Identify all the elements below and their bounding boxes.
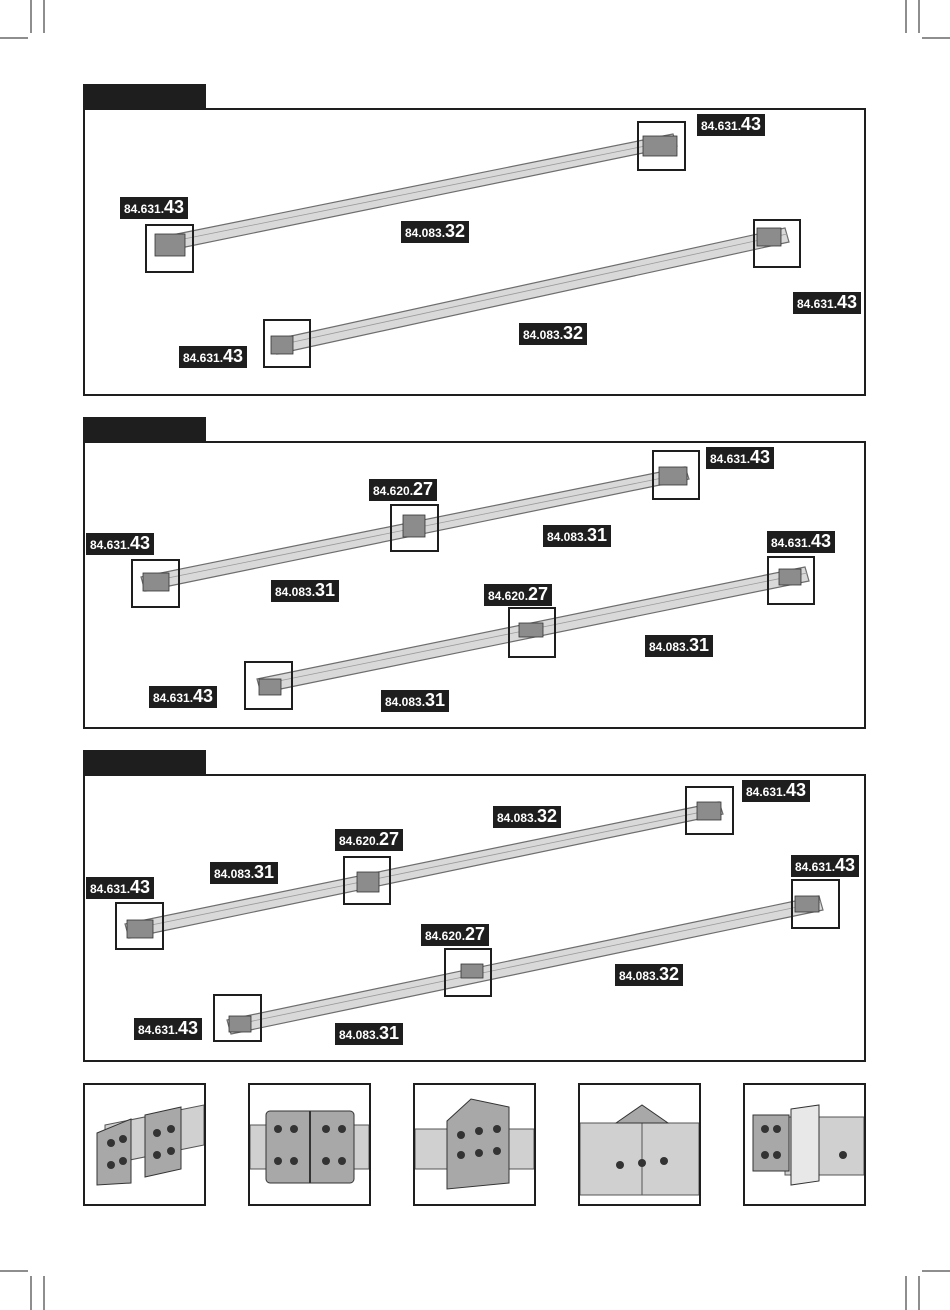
part-label: 84.083.31 xyxy=(381,690,449,712)
mid-plate-icon xyxy=(403,515,425,537)
part-label: 84.631.43 xyxy=(767,531,835,553)
part-label: 84.631.43 xyxy=(86,533,154,555)
part-label: 84.083.31 xyxy=(543,525,611,547)
part-label: 84.083.31 xyxy=(645,635,713,657)
connector-icon xyxy=(271,336,293,354)
part-label: 84.631.43 xyxy=(86,877,154,899)
part-label: 84.083.31 xyxy=(271,580,339,602)
panel-3-rails xyxy=(85,776,868,1064)
mid-clip-icon xyxy=(519,623,543,637)
connector-icon xyxy=(757,228,781,246)
connector-icon xyxy=(779,569,801,585)
detail-thumbnail-straight-connector xyxy=(248,1083,371,1206)
panel-3: 84.631.43 84.083.32 84.620.27 84.083.31 … xyxy=(83,774,866,1062)
panel-2-tab xyxy=(83,417,206,441)
angle-bracket-icon xyxy=(85,1085,204,1204)
detail-thumbnail-end-cap xyxy=(743,1083,866,1206)
mid-clip-icon xyxy=(580,1085,699,1204)
part-label: 84.083.32 xyxy=(493,806,561,828)
detail-thumbnail-angle-connector xyxy=(83,1083,206,1206)
straight-plate-icon xyxy=(250,1085,369,1204)
panel-1-tab xyxy=(83,84,206,108)
part-label: 84.620.27 xyxy=(484,584,552,606)
connector-icon xyxy=(795,896,819,912)
part-label: 84.631.43 xyxy=(706,447,774,469)
detail-thumbnail-mid-plate xyxy=(413,1083,536,1206)
part-label: 84.631.43 xyxy=(791,855,859,877)
part-label: 84.620.27 xyxy=(335,829,403,851)
part-label: 84.083.31 xyxy=(335,1023,403,1045)
part-label: 84.083.32 xyxy=(615,964,683,986)
panel-2: 84.631.43 84.620.27 84.631.43 84.083.31 … xyxy=(83,441,866,729)
part-label: 84.631.43 xyxy=(134,1018,202,1040)
part-label: 84.631.43 xyxy=(742,780,810,802)
panel-3-tab xyxy=(83,750,206,774)
part-label: 84.631.43 xyxy=(149,686,217,708)
mid-plate-icon xyxy=(415,1085,534,1204)
connector-icon xyxy=(143,573,169,591)
part-label: 84.620.27 xyxy=(369,479,437,501)
part-label: 84.083.32 xyxy=(401,221,469,243)
rail-lower xyxy=(227,896,823,1034)
connector-icon xyxy=(259,679,281,695)
connector-icon xyxy=(155,234,185,256)
detail-thumbnail-mid-clip xyxy=(578,1083,701,1206)
part-label: 84.631.43 xyxy=(179,346,247,368)
mid-clip-icon xyxy=(461,964,483,978)
part-label: 84.631.43 xyxy=(120,197,188,219)
connector-icon xyxy=(229,1016,251,1032)
panel-1: 84.631.43 84.631.43 84.083.32 84.631.43 … xyxy=(83,108,866,396)
mid-plate-icon xyxy=(357,872,379,892)
part-label: 84.083.31 xyxy=(210,862,278,884)
connector-icon xyxy=(659,467,687,485)
connector-icon xyxy=(127,920,153,938)
connector-icon xyxy=(643,136,677,156)
part-label: 84.620.27 xyxy=(421,924,489,946)
part-label: 84.083.32 xyxy=(519,323,587,345)
end-cap-icon xyxy=(745,1085,864,1204)
part-label: 84.631.43 xyxy=(697,114,765,136)
connector-icon xyxy=(697,802,721,820)
part-label: 84.631.43 xyxy=(793,292,861,314)
